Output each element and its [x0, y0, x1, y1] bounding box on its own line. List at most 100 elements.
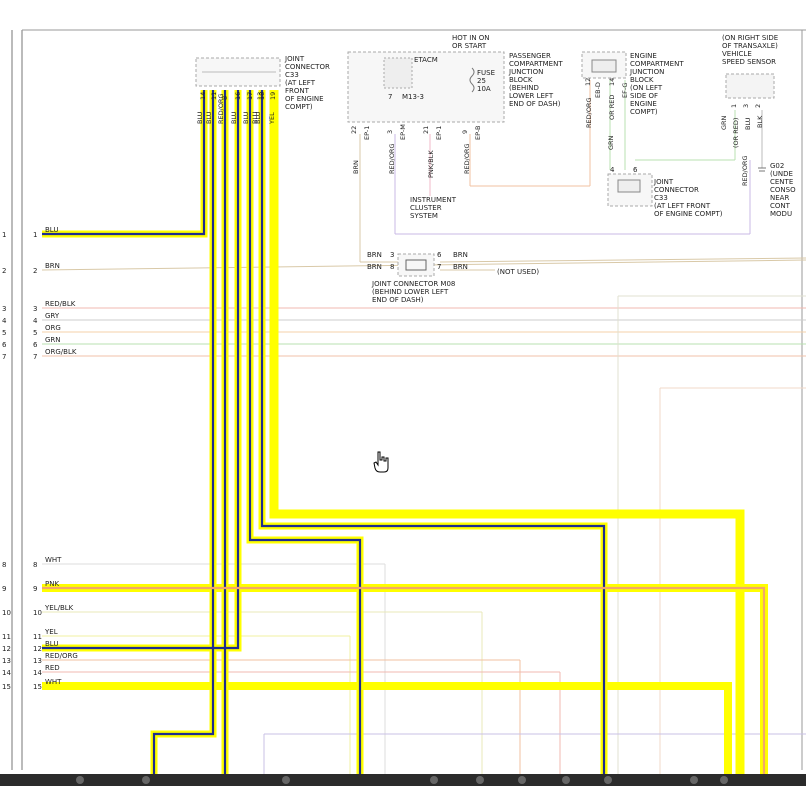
- left-color-2: BRN: [45, 262, 60, 270]
- toolbar-icon-2[interactable]: [142, 776, 150, 784]
- etacm-wire-1: RED/ORG: [388, 144, 396, 175]
- toolbar-icon-10[interactable]: [720, 776, 728, 784]
- left-num-2: 2: [33, 267, 37, 275]
- wire-brn-m08-out: [439, 257, 806, 263]
- cluster-line-0: INSTRUMENT: [410, 196, 457, 204]
- left-color-6: GRN: [45, 336, 61, 344]
- c33-wire-3: BLU: [230, 111, 238, 124]
- g02-line-3: CONSO: [770, 186, 796, 194]
- toolbar-icon-1[interactable]: [76, 776, 84, 784]
- etacm-wire-3: RED/ORG: [463, 144, 471, 175]
- etacm-code-0: EP-1: [363, 126, 371, 140]
- c33-title-line-6: COMPT): [285, 103, 313, 111]
- g02-line-1: (UNDE: [770, 170, 793, 178]
- c33-title-line-4: FRONT: [285, 87, 310, 95]
- left-num-6: 6: [33, 341, 38, 349]
- left-outer-num-12: 12: [2, 645, 11, 653]
- left-outer-num-11: 11: [2, 633, 11, 641]
- etacm-pin-3: 9: [461, 130, 469, 134]
- c33-wire-6: BLU: [251, 111, 259, 124]
- toolbar-icon-6[interactable]: [518, 776, 526, 784]
- left-num-11: 11: [33, 633, 42, 641]
- etacm-fuse-line-0: FUSE: [477, 69, 495, 77]
- vss-pin-2: 2: [754, 104, 762, 108]
- toolbar-icon-4[interactable]: [430, 776, 438, 784]
- etacm-block-label: PASSENGERCOMPARTMENTJUNCTIONBLOCK(BEHIND…: [508, 52, 563, 108]
- vehicle-speed-sensor[interactable]: [725, 73, 775, 99]
- left-num-3: 3: [33, 305, 37, 313]
- c33-title-line-1: CONNECTOR: [285, 63, 330, 71]
- toolbar-icon-9[interactable]: [690, 776, 698, 784]
- left-color-14: RED: [45, 664, 60, 672]
- vss-wire-3: BLK: [756, 115, 764, 128]
- g02-line-5: CONT: [770, 202, 791, 210]
- c33-mid-pin-6: 6: [633, 166, 638, 174]
- etacm-code-2: EP-1: [435, 126, 443, 140]
- left-color-9: PNK: [45, 580, 59, 588]
- toolbar-icon-8[interactable]: [604, 776, 612, 784]
- etacm-code-3: EP-B: [474, 126, 482, 140]
- eng-line-6: ENGINE: [630, 100, 657, 108]
- wire-blu-17: [248, 90, 362, 774]
- c33-mid-bar: [617, 179, 641, 193]
- eng-line-1: COMPARTMENT: [630, 60, 684, 68]
- joint-connector-m08-box: [397, 253, 435, 277]
- eng-pin-0: 12: [584, 78, 592, 86]
- eng-line-3: BLOCK: [630, 76, 654, 84]
- left-color-12: BLU: [45, 640, 58, 648]
- vss-pin-0: 1: [730, 104, 738, 108]
- m08-right-pin-1: 6: [437, 251, 442, 259]
- left-num-10: 10: [33, 609, 42, 617]
- c33-pin-2: 8: [221, 96, 229, 100]
- m08-right-wire-1: BRN: [453, 251, 468, 259]
- c33-wire-1: BLU: [205, 111, 213, 124]
- m08-line-1: (BEHIND LOWER LEFT: [372, 288, 449, 296]
- left-outer-num-13: 13: [2, 657, 11, 665]
- c33-wire-7: YEL: [268, 112, 276, 125]
- c33-wire-2: RED/ORG: [217, 94, 225, 125]
- g02-line-0: G02: [770, 162, 784, 170]
- fuse-symbol: [469, 67, 475, 93]
- left-num-5: 5: [33, 329, 37, 337]
- m08-not-used: (NOT USED): [497, 268, 539, 276]
- vss-pin-1: 3: [742, 104, 750, 108]
- vss-wire-1: (OR RED): [732, 118, 740, 148]
- c33-wire-5: BLU: [254, 111, 262, 124]
- vss-line-1: OF TRANSAXLE): [722, 42, 778, 50]
- left-color-4: GRY: [45, 312, 60, 320]
- c33-pin-4: 17: [246, 92, 254, 100]
- etacm-wire-0: BRN: [352, 160, 360, 174]
- left-color-1: BLU: [45, 226, 58, 234]
- c33-title-line-3: (AT LEFT: [285, 79, 316, 87]
- eng-code-1: EF-G: [621, 83, 629, 98]
- toolbar-icon-5[interactable]: [476, 776, 484, 784]
- etacm-top-line-0: HOT IN ON: [452, 34, 490, 42]
- left-outer-num-8: 8: [2, 561, 6, 569]
- toolbar-icon-7[interactable]: [562, 776, 570, 784]
- toolbar-icon-3[interactable]: [282, 776, 290, 784]
- etacm-module: [383, 57, 413, 89]
- c33-pin-1: 11: [210, 92, 218, 100]
- etacm-pin-0: 22: [350, 126, 358, 134]
- etacm-block-line-1: COMPARTMENT: [509, 60, 563, 68]
- left-num-4: 4: [33, 317, 38, 325]
- ground-symbol: [758, 167, 766, 172]
- vss-line-2: VEHICLE: [722, 50, 752, 58]
- m08-bar: [405, 259, 427, 271]
- left-color-10: YEL/BLK: [44, 604, 74, 612]
- etacm-block-line-5: LOWER LEFT: [509, 92, 554, 100]
- etacm-top-line-1: OR START: [452, 42, 487, 50]
- m08-left-wire-2: BRN: [367, 263, 382, 271]
- left-color-8: WHT: [45, 556, 62, 564]
- m08-line-0: JOINT CONNECTOR M08: [371, 280, 455, 288]
- etacm-junction-block[interactable]: [347, 51, 505, 123]
- etacm-fuse-line-2: 10A: [477, 85, 491, 93]
- c33-pin-7: 19: [269, 92, 277, 100]
